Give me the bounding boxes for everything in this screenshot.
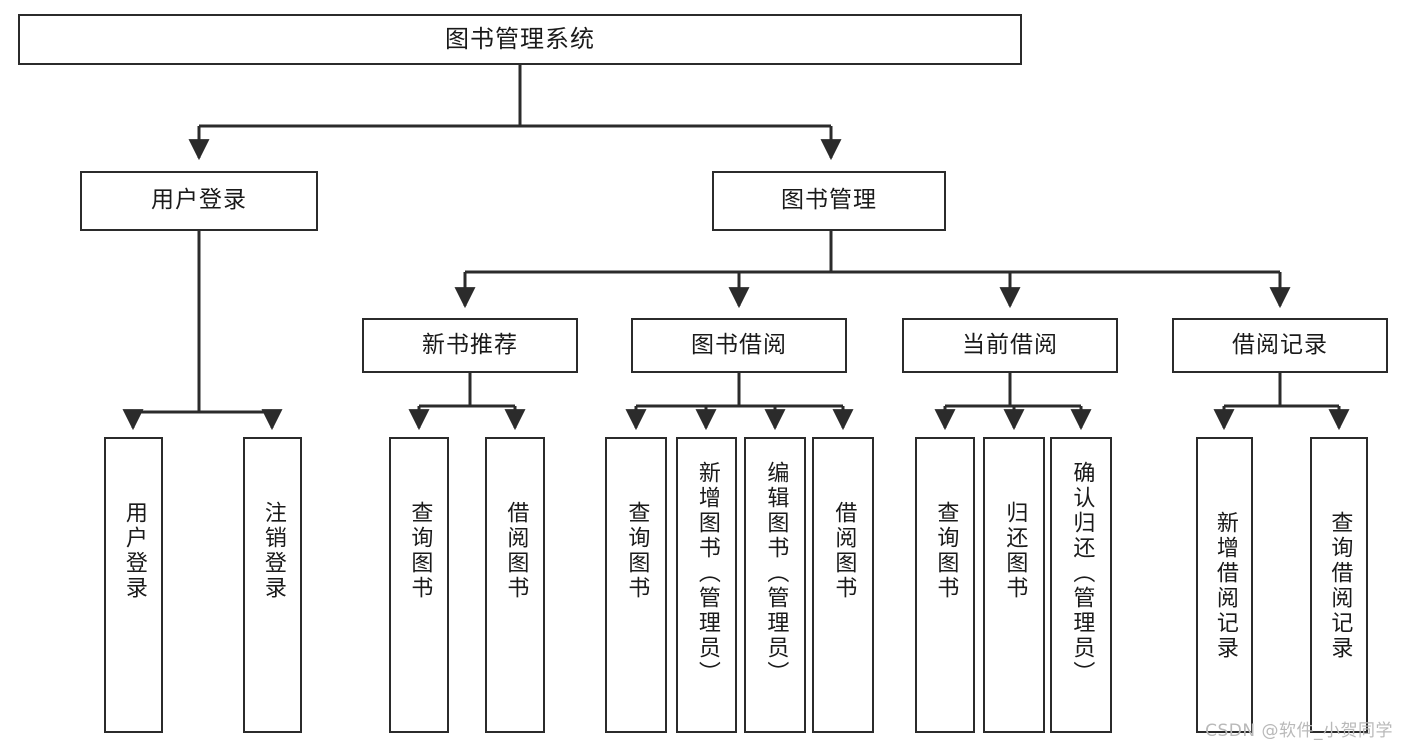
node-current-borrow[interactable]: 当前借阅 — [902, 318, 1118, 373]
leaf-edit-book-admin[interactable]: 编辑图书（管理员） — [744, 437, 806, 733]
node-label: 用户登录 — [151, 187, 247, 214]
leaf-label: 注销登录 — [260, 501, 286, 601]
leaf-borrow-book[interactable]: 借阅图书 — [812, 437, 874, 733]
leaf-borrow-book-recommend[interactable]: 借阅图书 — [485, 437, 545, 733]
node-label: 新书推荐 — [422, 331, 518, 358]
leaf-query-borrow-record[interactable]: 查询借阅记录 — [1310, 437, 1368, 733]
leaf-add-book-admin[interactable]: 新增图书（管理员） — [676, 437, 737, 733]
node-root-system[interactable]: 图书管理系统 — [18, 14, 1022, 65]
leaf-label: 编辑图书（管理员） — [763, 461, 789, 686]
node-label: 图书管理系统 — [445, 25, 595, 54]
node-borrow-record[interactable]: 借阅记录 — [1172, 318, 1388, 373]
node-book-borrow[interactable]: 图书借阅 — [631, 318, 847, 373]
leaf-logout[interactable]: 注销登录 — [243, 437, 302, 733]
leaf-label: 确认归还（管理员） — [1069, 461, 1095, 686]
leaf-label: 查询图书 — [407, 501, 433, 601]
node-book-management[interactable]: 图书管理 — [712, 171, 946, 231]
leaf-label: 新增图书（管理员） — [694, 461, 720, 686]
leaf-label: 新增借阅记录 — [1212, 511, 1238, 661]
node-label: 图书借阅 — [691, 331, 787, 358]
leaf-user-login[interactable]: 用户登录 — [104, 437, 163, 733]
leaf-label: 借阅图书 — [503, 501, 529, 601]
watermark-credit: CSDN @软件_小贺同学 — [1205, 721, 1393, 741]
node-user-login[interactable]: 用户登录 — [80, 171, 318, 231]
leaf-label: 用户登录 — [121, 501, 147, 601]
leaf-query-book-recommend[interactable]: 查询图书 — [389, 437, 449, 733]
node-label: 当前借阅 — [962, 331, 1058, 358]
node-label: 图书管理 — [781, 187, 877, 214]
node-label: 借阅记录 — [1232, 331, 1328, 358]
leaf-return-book[interactable]: 归还图书 — [983, 437, 1045, 733]
leaf-label: 借阅图书 — [831, 501, 857, 601]
node-new-book-recommend[interactable]: 新书推荐 — [362, 318, 578, 373]
leaf-query-book-borrow[interactable]: 查询图书 — [605, 437, 667, 733]
leaf-confirm-return-admin[interactable]: 确认归还（管理员） — [1050, 437, 1112, 733]
leaf-label: 查询借阅记录 — [1327, 511, 1353, 661]
leaf-label: 查询图书 — [624, 501, 650, 601]
leaf-add-borrow-record[interactable]: 新增借阅记录 — [1196, 437, 1253, 733]
leaf-label: 查询图书 — [933, 501, 959, 601]
leaf-label: 归还图书 — [1002, 501, 1028, 601]
leaf-query-book-current[interactable]: 查询图书 — [915, 437, 975, 733]
